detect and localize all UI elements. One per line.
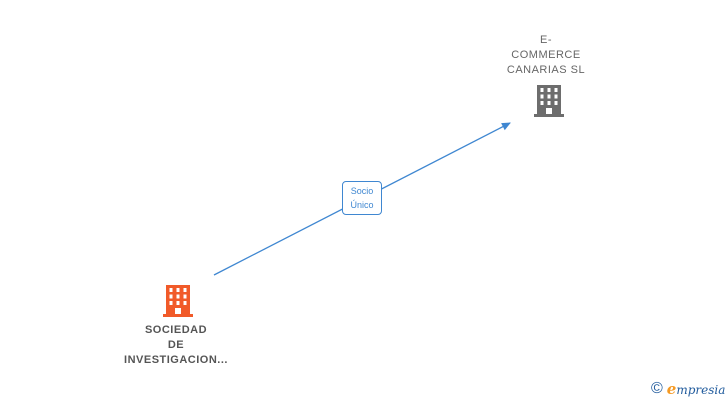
- edge-label-box: Socio Único: [342, 181, 382, 215]
- company-node-label-bottom[interactable]: SOCIEDAD DE INVESTIGACION...: [124, 324, 228, 366]
- company-node-icon-top[interactable]: [534, 85, 564, 117]
- copyright-icon: ©: [651, 380, 663, 397]
- footer-brand[interactable]: © empresia: [651, 380, 725, 398]
- brand-logo-rest: mpresia: [676, 383, 726, 397]
- brand-logo-e: e: [666, 380, 677, 398]
- company-node-label-top[interactable]: E- COMMERCE CANARIAS SL: [506, 34, 586, 76]
- company-node-icon-bottom[interactable]: [163, 285, 193, 317]
- edge-label-line1: Socio: [350, 186, 374, 196]
- edge-label-line2: Único: [350, 200, 374, 210]
- brand-logo: empresia: [667, 380, 726, 398]
